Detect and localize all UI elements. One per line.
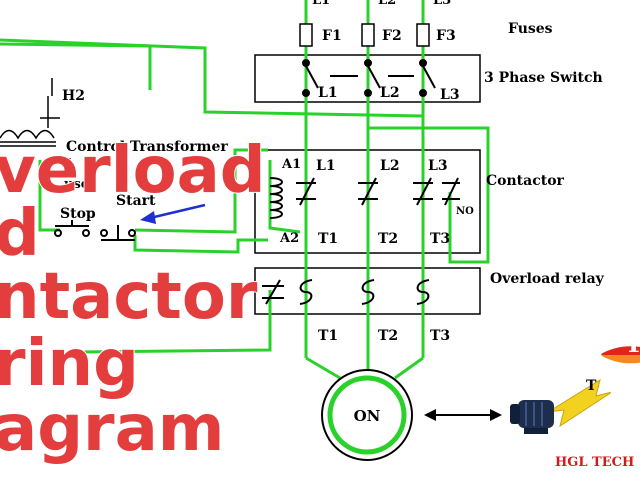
control-wire-right	[368, 126, 490, 180]
contactor-label-l2: L2	[380, 158, 400, 174]
overload-terminal-labels: T1 T2 T3	[318, 328, 450, 344]
brand-text: HGL TECH	[555, 455, 634, 470]
contactor-terminal-t1: T1	[318, 231, 338, 247]
top-label-l2: L2	[378, 0, 396, 8]
x-label: X	[62, 156, 72, 170]
top-label-l1: L1	[312, 0, 330, 8]
switch-contacts	[302, 59, 436, 97]
arrow-icon	[140, 203, 206, 224]
badge-side-letter: T	[586, 378, 597, 394]
contactor-contacts	[296, 177, 460, 206]
contactor-label-l1: L1	[316, 158, 336, 174]
control-wire-no	[448, 180, 490, 264]
start-label: Start	[116, 193, 156, 209]
contactor-terminal-t3: T3	[430, 231, 450, 247]
switch-label-l2: L2	[380, 85, 400, 101]
overload-terminal-t1: T1	[318, 328, 338, 344]
badge-top-letter: P	[628, 329, 640, 358]
contactor-terminal-t2: T2	[378, 231, 398, 247]
badge-top	[600, 346, 640, 355]
top-label-l3: L3	[433, 0, 451, 8]
control-wires	[0, 38, 490, 354]
switch-label-l1: L1	[318, 85, 338, 101]
motor-picture-icon	[510, 378, 613, 434]
overlay-title-line-5: agram	[0, 392, 224, 466]
overlay-title-line-3: ntactor	[0, 260, 258, 334]
fuse-label-f2: F2	[382, 28, 402, 44]
coil-label-a1: A1	[281, 157, 301, 172]
overload-wire	[79, 290, 272, 354]
motor-ring	[327, 375, 407, 455]
section-label-fuses: Fuses	[508, 21, 553, 37]
double-arrow-icon	[424, 409, 502, 421]
coil-wire	[268, 160, 301, 234]
overlay-title: verload d ntactor ring agram	[0, 133, 267, 467]
no-label: NO	[456, 206, 474, 217]
overload-terminal-t3: T3	[430, 328, 450, 344]
hold-wire	[133, 235, 268, 254]
motor-lead-1	[305, 356, 341, 380]
switch-line-labels: L1 L2 L3	[318, 85, 460, 103]
brand-badge: P I T	[586, 295, 640, 415]
switch-label-l3: L3	[440, 87, 460, 103]
overload-elements	[262, 279, 430, 305]
overlay-title-line-4: ring	[0, 327, 139, 401]
stop-label: Stop	[60, 206, 96, 222]
fuse-label-f1: F1	[322, 28, 342, 44]
coil-label-a2: A2	[279, 231, 299, 246]
contactor-line-labels: L1 L2 L3	[316, 158, 448, 174]
power-wires	[304, 0, 425, 380]
fuse-labels: F1 F2 F3	[322, 28, 456, 44]
top-labels: L1 L2 L3	[312, 0, 451, 8]
coil-icon	[269, 177, 283, 219]
h2-label: H2	[62, 88, 85, 104]
fuses	[299, 23, 430, 47]
overlay-title-line-1: verload	[0, 134, 266, 208]
overlay-title-line-2: d	[0, 197, 40, 271]
control-wire-h2	[0, 42, 152, 90]
motor-lead-3	[394, 356, 424, 380]
pushbuttons	[54, 220, 136, 241]
badge-bottom-letter: I	[618, 377, 630, 407]
motor-label: ON	[354, 407, 381, 425]
stop-wire	[38, 160, 60, 232]
transformer-label: Control Transformer	[66, 139, 228, 155]
fuse-f2	[361, 23, 375, 47]
start-wire	[134, 148, 268, 234]
section-label-contactor: Contactor	[486, 173, 565, 189]
fuse-f3	[416, 23, 430, 47]
contactor-terminal-labels: T1 T2 T3	[318, 231, 450, 247]
fuse-f1	[299, 23, 313, 47]
fuse-partial-label: use	[64, 177, 89, 192]
control-wire-top	[0, 38, 424, 118]
section-label-switch: 3 Phase Switch	[484, 70, 603, 86]
motor: ON	[321, 369, 413, 461]
section-label-overload: Overload relay	[490, 271, 605, 287]
overload-terminal-t2: T2	[378, 328, 398, 344]
transformer-icon	[0, 78, 60, 147]
badge-bottom	[600, 355, 640, 364]
contactor-label-l3: L3	[428, 158, 448, 174]
fuse-label-f3: F3	[436, 28, 456, 44]
